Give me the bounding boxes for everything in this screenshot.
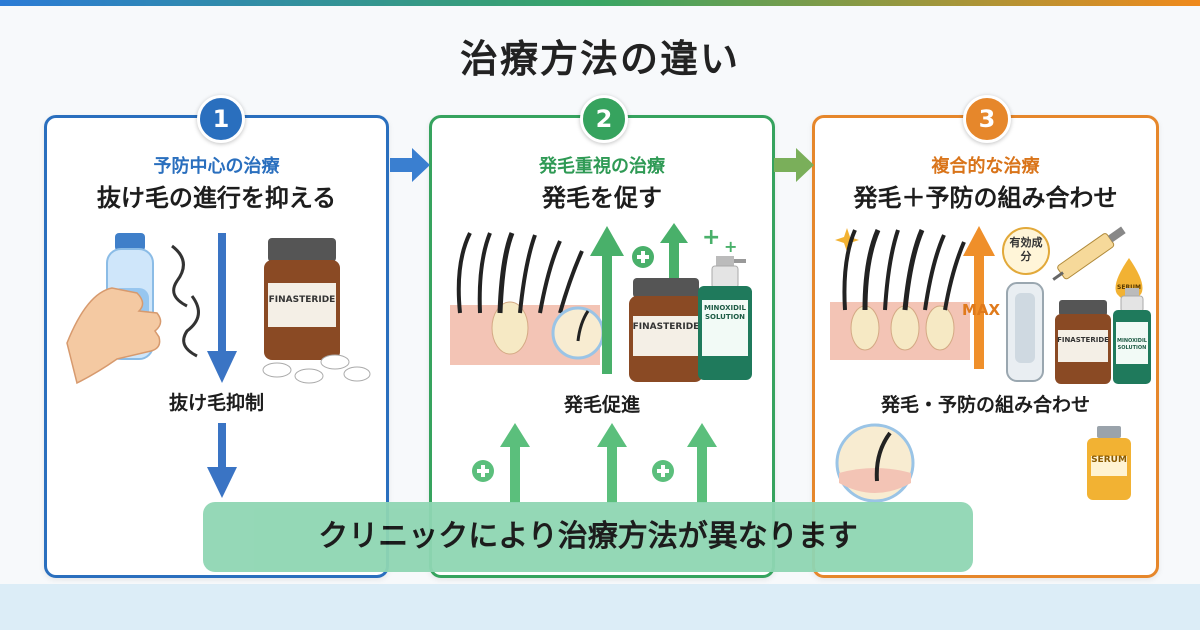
arrow-right-icon — [390, 148, 430, 182]
card-category: 発毛重視の治療 — [539, 156, 665, 177]
sparkle-icon — [835, 228, 859, 252]
mid-label: 発毛促進 — [563, 394, 640, 416]
card-combination: 複合的な治療 発毛＋予防の組み合わせ MAX 有効成分 SER — [812, 115, 1159, 578]
step-badge-3: 3 — [963, 95, 1011, 143]
finasteride-bottle-icon — [629, 278, 703, 382]
mid-label: 抜け毛抑制 — [168, 392, 264, 414]
step-badge-1: 1 — [197, 95, 245, 143]
max-label: MAX — [962, 301, 1001, 319]
caption-banner: クリニックにより治療方法が異なります — [203, 502, 973, 572]
falling-hair-icon — [171, 244, 200, 358]
card-heading: 抜け毛の進行を抑える — [96, 184, 337, 212]
plus-icon — [652, 460, 674, 482]
arrow-down-icon — [207, 423, 237, 498]
spray-label: MINOXIDIL SOLUTION — [1116, 338, 1147, 351]
mid-label: 発毛・予防の組み合わせ — [880, 394, 1090, 416]
card-category: 予防中心の治療 — [153, 156, 280, 177]
arrow-up-icon — [500, 423, 530, 503]
follicle-closeup-icon — [835, 423, 915, 503]
bottle-label: FINASTERIDE — [1057, 336, 1109, 344]
card-prevention: 予防中心の治療 抜け毛の進行を抑える FINASTERIDE 抜け毛抑制 — [44, 115, 389, 578]
card-heading: 発毛＋予防の組み合わせ — [853, 184, 1118, 212]
serum-vial-icon — [1087, 426, 1131, 500]
finasteride-bottle-icon — [264, 238, 340, 360]
serum-drop-label: SERUM — [1117, 284, 1141, 291]
spray-bottle-icon — [1113, 288, 1151, 384]
finasteride-bottle-icon — [1055, 300, 1111, 384]
card-heading: 発毛を促す — [542, 184, 662, 212]
syringe-icon — [1052, 226, 1126, 281]
ingredient-label: 有効成分 — [1009, 236, 1043, 263]
plus-icon — [472, 460, 494, 482]
arrow-up-icon — [963, 226, 995, 369]
bottom-strip — [0, 584, 1200, 630]
pills-icon — [262, 354, 371, 384]
device-icon — [1006, 282, 1044, 382]
arrow-up-icon — [597, 423, 627, 503]
scalp-hair-icon — [830, 229, 970, 360]
hand-water-bottle-icon — [66, 233, 162, 385]
card-growth: 発毛重視の治療 発毛を促す + + FINASTERIDE — [429, 115, 775, 578]
arrow-up-icon — [590, 226, 624, 374]
ingredient-bubble-icon — [1002, 227, 1050, 275]
plus-icon: + + — [702, 225, 737, 256]
plus-icon — [632, 246, 654, 268]
svg-text:+: + — [724, 237, 737, 256]
arrow-up-icon — [660, 223, 688, 278]
spray-label: MINOXIDIL SOLUTION — [703, 304, 746, 321]
scalp-hair-icon — [450, 232, 605, 365]
arrow-up-icon — [687, 423, 717, 503]
spray-bottle-icon — [698, 256, 752, 380]
page-title: 治療方法の違い — [459, 37, 740, 81]
bottle-label: FINASTERIDE — [268, 295, 336, 305]
serum-vial-label: SERUM — [1091, 455, 1127, 465]
arrow-down-icon — [207, 233, 237, 383]
top-accent-bar — [0, 0, 1200, 6]
bottle-label: FINASTERIDE — [632, 322, 700, 332]
arrow-right-icon — [774, 148, 814, 182]
step-badge-2: 2 — [580, 95, 628, 143]
card-category: 複合的な治療 — [931, 156, 1040, 177]
svg-text:+: + — [702, 225, 720, 250]
